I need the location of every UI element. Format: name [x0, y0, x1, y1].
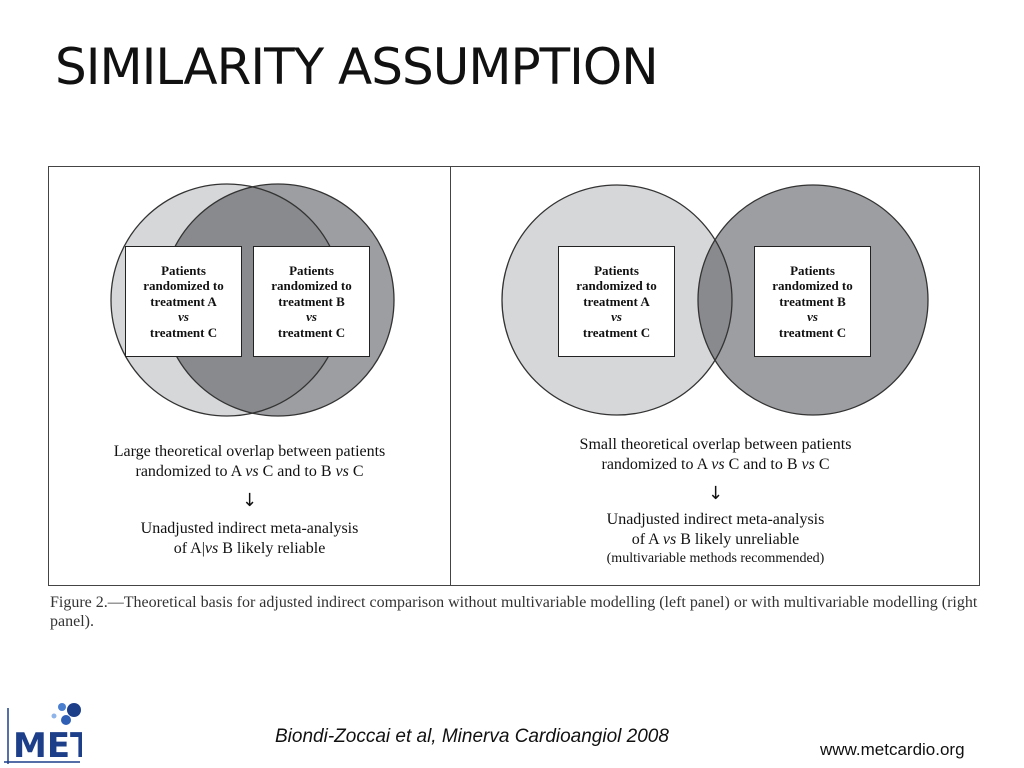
box-text-line: Patients: [790, 262, 835, 278]
conclusion-line: Unadjusted indirect meta-analysis: [606, 511, 825, 528]
box-text-line: randomized to: [772, 278, 853, 294]
box-text-line: treatment C: [582, 324, 651, 340]
right-box-treatment-b: Patients randomized to treatment B vs tr…: [754, 246, 871, 357]
box-vs: vs: [306, 309, 317, 325]
box-vs: vs: [807, 309, 818, 325]
box-text-line: treatment C: [149, 324, 218, 340]
right-circle-b-outline: [697, 184, 929, 416]
box-text-line: treatment A: [150, 293, 217, 309]
conclusion-line: of A vs B likely unreliable: [631, 531, 800, 548]
box-text-line: treatment A: [583, 293, 650, 309]
left-conclusion: Unadjusted indirect meta-analysis of A|v…: [49, 519, 450, 559]
left-panel: Patients randomized to treatment A vs tr…: [49, 167, 450, 585]
right-conclusion: Unadjusted indirect meta-analysis of A v…: [451, 510, 980, 568]
box-text-line: randomized to: [576, 278, 657, 294]
conclusion-note: (multivariable methods recommended): [606, 551, 825, 566]
box-text-line: randomized to: [143, 278, 224, 294]
conclusion-line: Unadjusted indirect meta-analysis: [140, 520, 359, 537]
slide-title: SIMILARITY ASSUMPTION: [55, 38, 659, 96]
box-vs: vs: [178, 309, 189, 325]
left-venn-diagram: [110, 183, 395, 417]
logo-text: MET: [13, 726, 82, 766]
website-link[interactable]: www.metcardio.org: [820, 740, 965, 759]
box-text-line: Patients: [594, 262, 639, 278]
statement-line: randomized to A vs C and to B vs C: [135, 463, 364, 480]
box-text-line: Patients: [289, 262, 334, 278]
panel-divider: [450, 167, 451, 585]
statement-line: Small theoretical overlap between patien…: [579, 436, 852, 453]
figure-frame: Patients randomized to treatment A vs tr…: [48, 166, 980, 586]
right-box-treatment-a: Patients randomized to treatment A vs tr…: [558, 246, 675, 357]
met-logo: MET: [4, 703, 82, 766]
box-text-line: randomized to: [271, 278, 352, 294]
right-overlap-statement: Small theoretical overlap between patien…: [451, 435, 980, 475]
statement-line: Large theoretical overlap between patien…: [113, 443, 386, 460]
box-vs: vs: [611, 309, 622, 325]
right-panel: Patients randomized to treatment A vs tr…: [451, 167, 980, 585]
left-box-treatment-b: Patients randomized to treatment B vs tr…: [253, 246, 370, 357]
left-overlap-statement: Large theoretical overlap between patien…: [49, 442, 450, 482]
box-text-line: Patients: [161, 262, 206, 278]
left-down-arrow-icon: ↓: [241, 490, 258, 511]
right-circle-a-outline: [501, 184, 733, 416]
left-box-treatment-a: Patients randomized to treatment A vs tr…: [125, 246, 242, 357]
citation: Biondi-Zoccai et al, Minerva Cardioangio…: [275, 726, 669, 747]
box-text-line: treatment C: [778, 324, 847, 340]
box-text-line: treatment B: [278, 293, 345, 309]
figure-caption: Figure 2.—Theoretical basis for adjusted…: [50, 594, 978, 630]
right-down-arrow-icon: ↓: [707, 483, 724, 504]
conclusion-line: of A|vs B likely reliable: [173, 540, 326, 557]
box-text-line: treatment B: [779, 293, 846, 309]
right-venn-diagram: [501, 184, 929, 416]
statement-line: randomized to A vs C and to B vs C: [601, 456, 830, 473]
box-text-line: treatment C: [277, 324, 346, 340]
